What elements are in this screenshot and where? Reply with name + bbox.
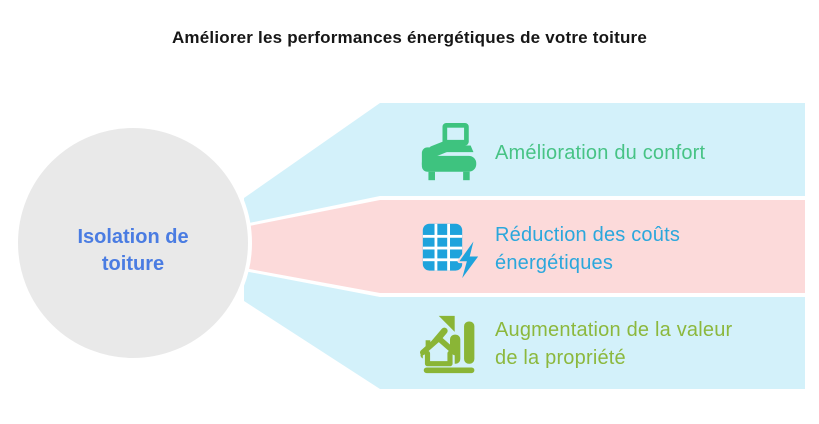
benefit-row-value: Augmentation de la valeur de la propriét… bbox=[420, 312, 732, 376]
benefit-label-line: Amélioration du confort bbox=[495, 142, 706, 164]
benefit-band-value bbox=[244, 271, 805, 389]
sofa-laptop-icon bbox=[421, 123, 477, 181]
benefit-label-comfort: Amélioration du confort bbox=[495, 139, 705, 167]
benefit-band-costs bbox=[244, 200, 805, 293]
house-growth-icon bbox=[420, 315, 475, 374]
benefit-label-line: Réduction des coûts bbox=[495, 224, 681, 246]
benefit-label-costs: Réduction des coûts énergétiques bbox=[495, 221, 680, 277]
benefit-label-line: de la propriété bbox=[495, 347, 626, 369]
hub-label-line: Isolation de bbox=[77, 226, 189, 248]
benefit-row-costs: Réduction des coûts énergétiques bbox=[420, 217, 680, 281]
hub-circle bbox=[14, 124, 252, 362]
page-title: Améliorer les performances énergétiques … bbox=[171, 28, 648, 47]
benefit-row-comfort: Amélioration du confort bbox=[420, 121, 705, 185]
benefit-band-comfort bbox=[244, 103, 805, 224]
spreadsheet-bolt-icon bbox=[422, 223, 480, 280]
benefit-label-line: énergétiques bbox=[495, 252, 614, 274]
benefit-label-value: Augmentation de la valeur de la propriét… bbox=[495, 316, 732, 372]
hub-label: Isolation de toiture bbox=[13, 123, 253, 363]
hub-label-line: toiture bbox=[101, 253, 165, 275]
benefit-label-line: Augmentation de la valeur bbox=[495, 319, 733, 341]
